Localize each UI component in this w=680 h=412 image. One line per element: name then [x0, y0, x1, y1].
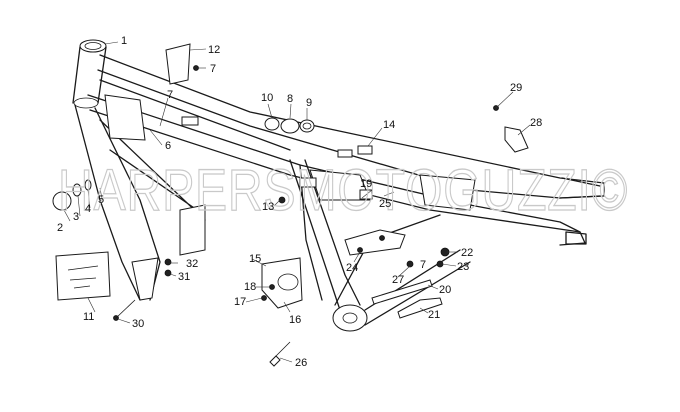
- callout-3: 3: [73, 211, 79, 223]
- callout-1: 1: [121, 35, 127, 47]
- callout-7-top: 7: [210, 63, 216, 75]
- callout-14: 14: [383, 119, 395, 131]
- callout-2: 2: [57, 222, 63, 234]
- callout-6: 6: [165, 140, 171, 152]
- callout-21: 21: [428, 309, 440, 321]
- callout-28: 28: [530, 117, 542, 129]
- callout-12: 12: [208, 44, 220, 56]
- callout-15: 15: [249, 253, 261, 265]
- callout-23: 23: [457, 261, 469, 273]
- callout-7-mid: 7: [167, 89, 173, 101]
- callout-10: 10: [261, 92, 273, 104]
- callout-31: 31: [178, 271, 190, 283]
- callout-8: 8: [287, 93, 293, 105]
- callout-4: 4: [85, 203, 91, 215]
- leader-lines: [63, 41, 531, 363]
- callout-13: 13: [262, 201, 274, 213]
- watermark-text: HARPERSMOTOGUZZI©: [58, 158, 628, 223]
- callout-labels: 1 2 3 4 5 6 7 7 7 8 9 10 11 12 13 14 15 …: [57, 35, 542, 369]
- callout-25: 25: [379, 198, 391, 210]
- callout-24: 24: [346, 262, 358, 274]
- callout-22: 22: [461, 247, 473, 259]
- callout-29: 29: [510, 82, 522, 94]
- loose-parts: [52, 43, 529, 367]
- callout-19: 19: [360, 178, 372, 190]
- callout-17: 17: [234, 296, 246, 308]
- callout-5: 5: [98, 194, 104, 206]
- callout-26: 26: [295, 357, 307, 369]
- frame-main: [72, 39, 605, 332]
- callout-27: 27: [392, 274, 404, 286]
- callout-32: 32: [186, 258, 198, 270]
- callout-20: 20: [439, 284, 451, 296]
- callout-30: 30: [132, 318, 144, 330]
- callout-11: 11: [83, 311, 94, 323]
- callout-16: 16: [289, 314, 301, 326]
- callout-9: 9: [306, 97, 312, 109]
- callout-18: 18: [244, 281, 256, 293]
- callout-7-right: 7: [420, 259, 426, 271]
